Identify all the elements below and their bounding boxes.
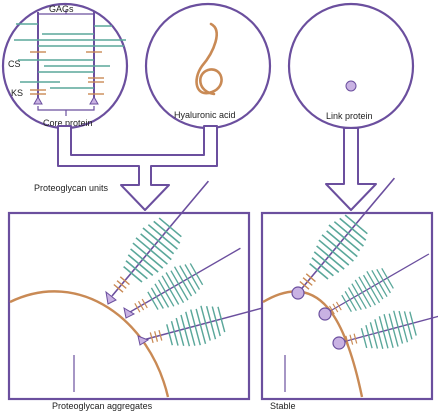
proteoglycan-aggregates-box <box>7 167 280 401</box>
link-protein-node <box>318 307 332 321</box>
hyaluronic-acid-label: Hyaluronic acid <box>174 110 236 120</box>
proteoglycan-units-label: Proteoglycan units <box>34 183 109 193</box>
core-protein-label: Core protein <box>43 118 93 128</box>
proteoglycan-aggregates-label: Proteoglycan aggregates <box>52 401 153 411</box>
down-arrow-right <box>325 127 377 211</box>
link-protein-dot <box>345 80 357 92</box>
stable-label: Stable <box>270 401 296 411</box>
link-protein-circle <box>287 2 415 130</box>
hyaluronic-backbone-left <box>9 290 170 398</box>
proteoglycan-monomer-circle <box>1 2 129 130</box>
cs-label: CS <box>8 59 21 69</box>
hyaluronic-acid-circle <box>144 2 272 130</box>
link-protein-node <box>332 336 346 350</box>
link-protein-node <box>291 286 305 300</box>
merge-arrow-left <box>57 125 218 211</box>
stable-aggregate-box <box>260 164 438 401</box>
gags-label: GAGs <box>49 4 74 14</box>
hyaluronic-acid-strand <box>195 22 223 96</box>
ks-label: KS <box>11 88 23 98</box>
link-protein-label: Link protein <box>326 111 373 121</box>
